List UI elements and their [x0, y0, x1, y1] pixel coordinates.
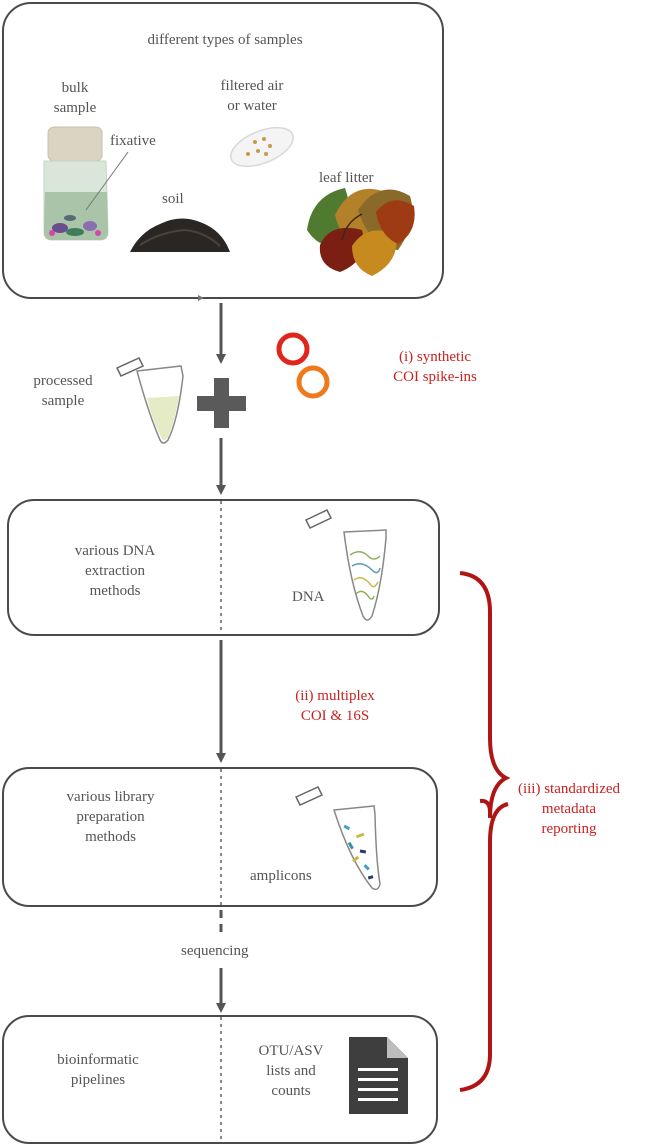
bioinformatics-methods-label: bioinformatic pipelines: [57, 1052, 139, 1088]
filter-disc-icon: [230, 126, 294, 168]
amplicon-tube-icon: [294, 786, 381, 891]
spike-ins-label: (i) synthetic COI spike-ins: [393, 349, 477, 385]
lower-bracket: [459, 802, 509, 1092]
upper-bracket: [459, 571, 511, 819]
bulk-sample-jar-icon: [43, 126, 109, 241]
document-icon: [349, 1037, 408, 1114]
soil-label: soil: [162, 191, 184, 207]
leaf-litter-label: leaf litter: [319, 170, 374, 186]
metadata-reporting-label: (iii) standardized metadata reporting: [517, 781, 621, 837]
spike-in-ring-orange-icon: [296, 365, 330, 399]
plus-icon: [197, 378, 246, 428]
bioinformatics-box: [2, 1015, 438, 1144]
soil-pile-icon: [130, 218, 230, 252]
amplicons-label: amplicons: [250, 868, 312, 884]
samples-box-title: different types of samples: [147, 32, 303, 48]
fixative-pointer: [85, 151, 129, 211]
fixative-label: fixative: [110, 133, 156, 149]
dna-label: DNA: [292, 589, 325, 605]
library-box: [2, 767, 438, 907]
filtered-label: filtered air or water: [220, 78, 284, 114]
otu-asv-label: OTU/ASV lists and counts: [258, 1043, 324, 1099]
library-methods-label: various library preparation methods: [66, 789, 155, 845]
spike-in-ring-red-icon: [276, 332, 310, 366]
bulk-sample-label: bulk sample: [53, 80, 97, 116]
extraction-methods-label: various DNA extraction methods: [74, 543, 156, 599]
leaf-litter-icon: [307, 188, 415, 276]
extraction-box: [7, 499, 440, 636]
dna-tube-icon: [304, 509, 387, 621]
samples-box-notch: [198, 295, 204, 301]
processed-sample-tube-icon: [115, 357, 184, 444]
processed-sample-label: processed sample: [33, 373, 93, 409]
sequencing-label: sequencing: [181, 943, 249, 959]
multiplex-label: (ii) multiplex COI & 16S: [295, 688, 375, 724]
